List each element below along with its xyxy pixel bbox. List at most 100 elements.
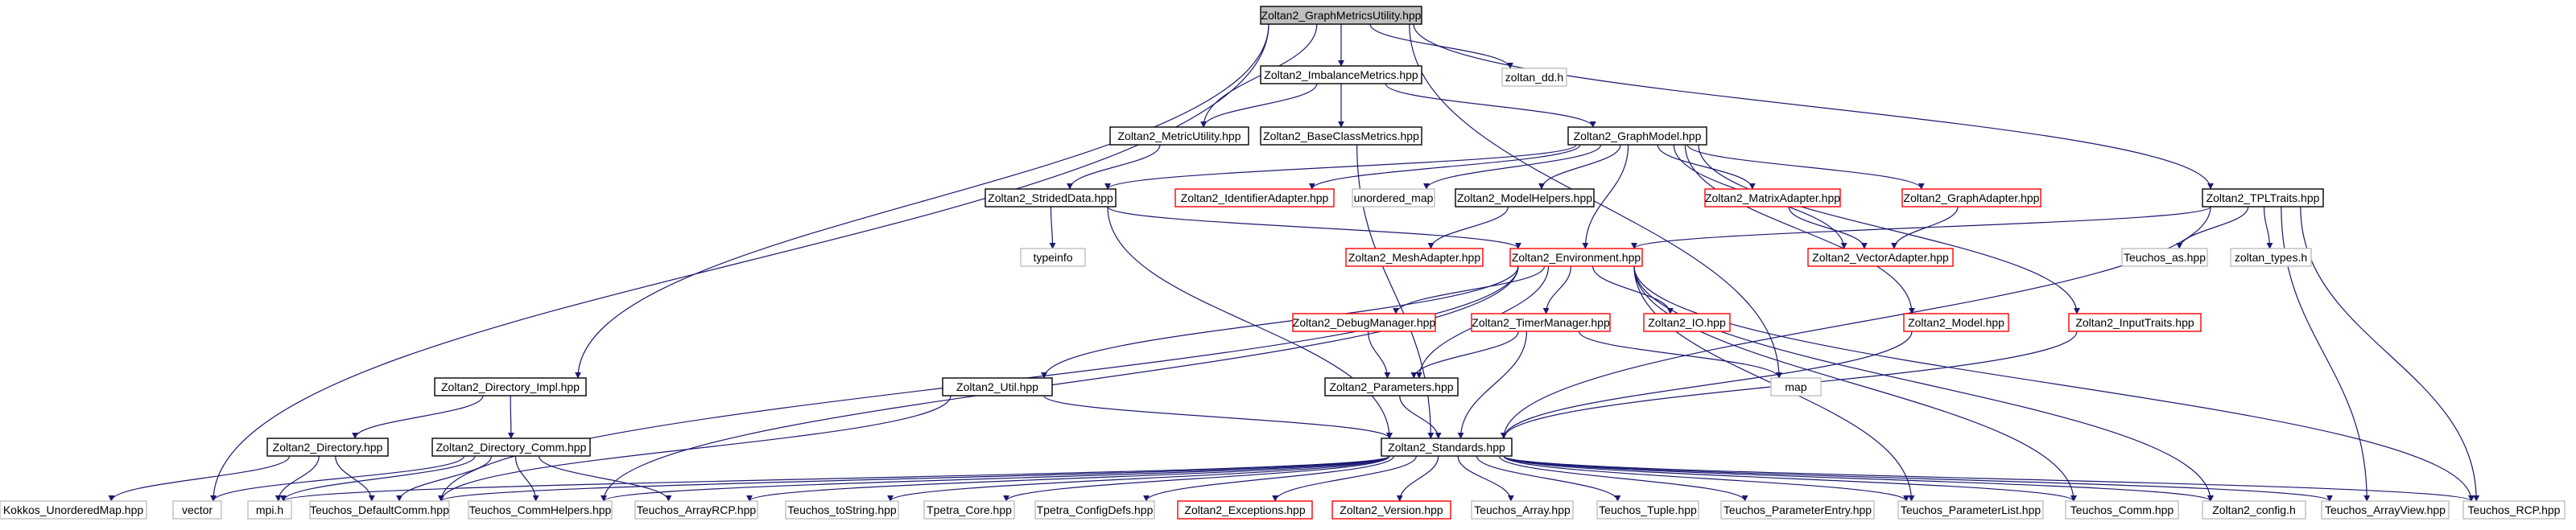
edge-dircomm-to-arrayrcp: [538, 455, 672, 502]
node-label-imbal: Zoltan2_ImbalanceMetrics.hpp: [1264, 68, 1418, 81]
edge-std-to-arrayview: [1503, 455, 2333, 502]
edge-params-to-std: [1399, 395, 1442, 439]
edge-env-to-commhelpers: [601, 265, 1519, 502]
edge-root-to-dirimpl: [575, 23, 1269, 379]
edge-root-to-vector: [210, 23, 1269, 502]
edge-metric-to-strided: [1067, 144, 1161, 190]
node-arrayview: Teuchos_ArrayView.hpp: [2321, 500, 2450, 520]
node-root[interactable]: Zoltan2_GraphMetricsUtility.hpp: [1260, 6, 1422, 25]
edge-std-to-trcp: [1503, 455, 2475, 502]
node-map: map: [1770, 377, 1822, 396]
node-label-exceptions: Zoltan2_Exceptions.hpp: [1184, 503, 1305, 516]
edge-env-to-timer: [1542, 265, 1571, 314]
edge-graphmodel-to-model: [1684, 144, 1915, 314]
edge-root-to-tpl: [1413, 23, 2214, 190]
edge-dir-to-kokkos: [108, 455, 291, 502]
node-dirimpl[interactable]: Zoltan2_Directory_Impl.hpp: [434, 377, 587, 396]
node-typeinfo: typeinfo: [1020, 248, 1086, 267]
node-label-zoltantypes: zoltan_types.h: [2235, 251, 2307, 264]
node-exceptions[interactable]: Zoltan2_Exceptions.hpp: [1177, 500, 1313, 520]
edge-strided-to-typeinfo: [1049, 206, 1056, 249]
node-meshadapter[interactable]: Zoltan2_MeshAdapter.hpp: [1345, 248, 1484, 267]
node-label-matrixadapter: Zoltan2_MatrixAdapter.hpp: [1705, 191, 1840, 204]
node-base[interactable]: Zoltan2_BaseClassMetrics.hpp: [1260, 126, 1422, 146]
edge-graphmodel-to-env: [1582, 144, 1629, 249]
node-label-dirimpl: Zoltan2_Directory_Impl.hpp: [441, 380, 580, 393]
node-tarray: Teuchos_Array.hpp: [1471, 500, 1574, 520]
node-label-env: Zoltan2_Environment.hpp: [1512, 251, 1641, 264]
edge-model-to-std: [1501, 331, 1913, 439]
node-graphmodel[interactable]: Zoltan2_GraphModel.hpp: [1567, 126, 1707, 146]
edge-dircomm-to-defcomm: [396, 455, 493, 502]
node-vectoradapter[interactable]: Zoltan2_VectorAdapter.hpp: [1807, 248, 1954, 267]
node-dircomm[interactable]: Zoltan2_Directory_Comm.hpp: [431, 438, 591, 457]
edge-timer-to-map: [1578, 331, 1782, 379]
node-label-arrayview: Teuchos_ArrayView.hpp: [2325, 503, 2446, 516]
node-io[interactable]: Zoltan2_IO.hpp: [1643, 313, 1731, 332]
node-label-teuchosas: Teuchos_as.hpp: [2124, 251, 2206, 264]
node-tpl[interactable]: Zoltan2_TPLTraits.hpp: [2202, 188, 2324, 207]
node-util[interactable]: Zoltan2_Util.hpp: [942, 377, 1053, 396]
node-label-vectoradapter: Zoltan2_VectorAdapter.hpp: [1812, 251, 1949, 264]
edge-graphmodel-to-umap: [1423, 144, 1602, 190]
edge-graphmodel-to-strided: [1104, 144, 1577, 190]
edge-std-to-tpetracfg: [1143, 455, 1395, 502]
edge-matrixadapter-to-vectoradapter: [1788, 206, 1868, 249]
edge-tpl-to-std: [1501, 206, 2211, 439]
node-modelhelpers[interactable]: Zoltan2_ModelHelpers.hpp: [1455, 188, 1595, 207]
node-env[interactable]: Zoltan2_Environment.hpp: [1509, 248, 1643, 267]
edge-util-to-std: [1043, 395, 1393, 439]
node-debug[interactable]: Zoltan2_DebugManager.hpp: [1292, 313, 1436, 332]
edge-strided-to-env: [1107, 206, 1521, 249]
edge-imbal-to-graphmodel: [1385, 83, 1596, 128]
node-tpetracore: Tpetra_Core.hpp: [923, 500, 1015, 520]
node-zdd: zoltan_dd.h: [1501, 68, 1567, 87]
node-metric[interactable]: Zoltan2_MetricUtility.hpp: [1109, 126, 1249, 146]
edge-std-to-zconfig: [1503, 455, 2214, 502]
node-label-trcp: Teuchos_RCP.hpp: [2468, 503, 2561, 516]
node-imbal[interactable]: Zoltan2_ImbalanceMetrics.hpp: [1260, 65, 1422, 84]
edge-std-to-tarray: [1457, 455, 1514, 502]
node-label-metric: Zoltan2_MetricUtility.hpp: [1117, 129, 1241, 142]
node-label-params: Zoltan2_Parameters.hpp: [1329, 380, 1453, 393]
edge-env-to-io: [1592, 265, 1674, 314]
node-label-umap: unordered_map: [1354, 191, 1434, 204]
node-label-base: Zoltan2_BaseClassMetrics.hpp: [1263, 129, 1419, 142]
node-label-tuple: Teuchos_Tuple.hpp: [1599, 503, 1697, 516]
node-model[interactable]: Zoltan2_Model.hpp: [1903, 313, 2009, 332]
node-std[interactable]: Zoltan2_Standards.hpp: [1381, 438, 1513, 457]
edge-env-to-util: [1041, 265, 1519, 379]
edge-std-to-defcomm: [438, 455, 1390, 502]
node-version[interactable]: Zoltan2_Version.hpp: [1331, 500, 1451, 520]
node-mpi: mpi.h: [247, 500, 292, 520]
edge-std-to-mpi: [280, 455, 1390, 502]
edge-imbal-to-metric: [1200, 83, 1318, 128]
edge-std-to-exceptions: [1272, 455, 1418, 502]
edge-std-to-tpetracore: [1003, 455, 1390, 502]
edge-dircomm-to-vector: [210, 455, 465, 502]
node-label-arrayrcp: Teuchos_ArrayRCP.hpp: [637, 503, 757, 516]
node-graphadapter[interactable]: Zoltan2_GraphAdapter.hpp: [1901, 188, 2041, 207]
node-strided[interactable]: Zoltan2_StridedData.hpp: [985, 188, 1117, 207]
edge-timer-to-std: [1457, 331, 1528, 439]
node-tcomm: Teuchos_Comm.hpp: [2065, 500, 2179, 520]
node-label-pentry: Teuchos_ParameterEntry.hpp: [1724, 503, 1872, 516]
edge-std-to-commhelpers: [601, 455, 1390, 502]
node-inputtraits[interactable]: Zoltan2_InputTraits.hpp: [2068, 313, 2202, 332]
edge-dircomm-to-mpi: [280, 455, 476, 502]
node-identadapter[interactable]: Zoltan2_IdentifierAdapter.hpp: [1174, 188, 1335, 207]
edge-tpl-to-zoltantypes: [2263, 206, 2273, 249]
node-label-strided: Zoltan2_StridedData.hpp: [988, 191, 1113, 204]
edge-graphmodel-to-identadapter: [1308, 144, 1581, 190]
node-defcomm: Teuchos_DefaultComm.hpp: [309, 500, 450, 520]
node-vector: vector: [172, 500, 222, 520]
edge-graphmodel-to-matrixadapter: [1657, 144, 1756, 190]
edge-std-to-tcomm: [1503, 455, 2077, 502]
edge-strided-to-std: [1107, 206, 1393, 439]
node-label-map: map: [1785, 380, 1806, 393]
node-label-tpetracfg: Tpetra_ConfigDefs.hpp: [1037, 503, 1154, 516]
node-timer[interactable]: Zoltan2_TimerManager.hpp: [1471, 313, 1611, 332]
node-dir[interactable]: Zoltan2_Directory.hpp: [266, 438, 389, 457]
node-params[interactable]: Zoltan2_Parameters.hpp: [1324, 377, 1459, 396]
node-matrixadapter[interactable]: Zoltan2_MatrixAdapter.hpp: [1704, 188, 1841, 207]
